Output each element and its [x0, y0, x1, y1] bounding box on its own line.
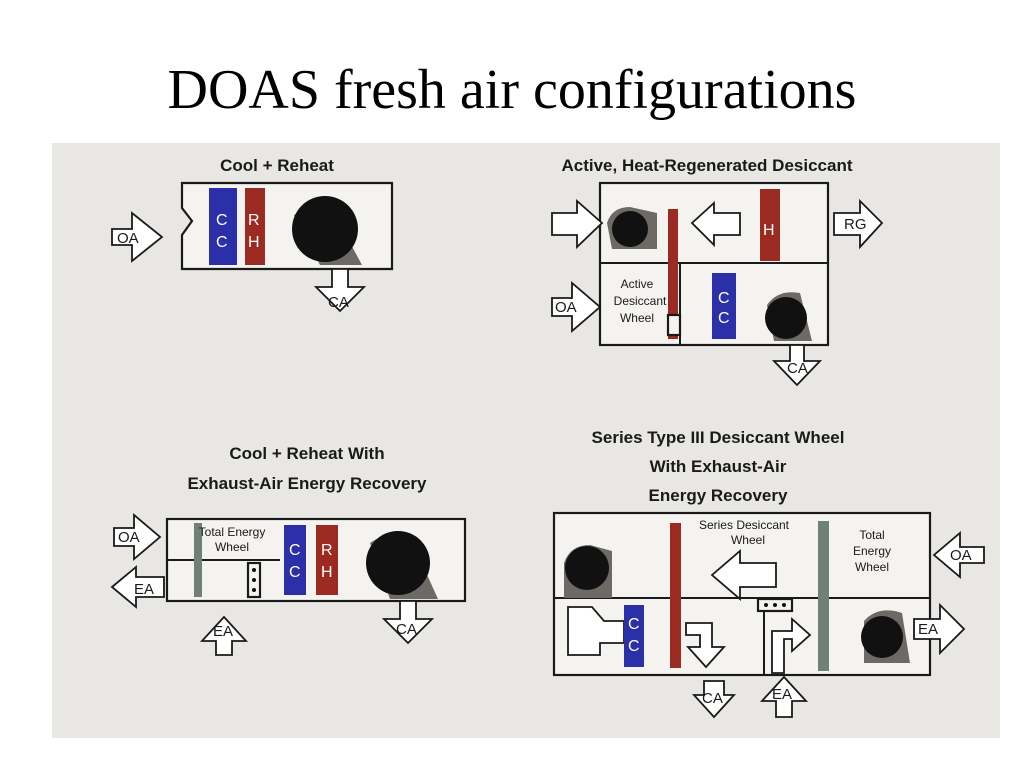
rg-arrow: [833, 198, 884, 250]
seal-dot: [773, 603, 777, 607]
ea-bottom-label: EA: [213, 623, 233, 640]
ca-label: CA: [702, 690, 723, 707]
oa-arrow: [932, 531, 985, 579]
seal-dot: [782, 603, 786, 607]
coil-letter: H: [248, 234, 260, 251]
oa-label: OA: [117, 230, 139, 247]
coil-letter: R: [248, 212, 260, 229]
coil-letter: C: [289, 564, 301, 581]
ea-arrow: [110, 565, 165, 609]
cooling-coil: [284, 525, 306, 595]
panel-cool-reheat: Cool + Reheat OA C C R H CA: [111, 156, 394, 313]
total-energy-wheel: [194, 523, 202, 597]
ca-turn-arrow: [685, 622, 727, 669]
series-wheel-label: Wheel: [731, 533, 765, 547]
panel-series-type-iii: Series Type III Desiccant Wheel With Exh…: [552, 428, 985, 719]
exhaust-fan: [565, 546, 609, 590]
regen-fan: [612, 211, 648, 247]
wheel-label: Active: [621, 277, 654, 291]
coil-letter: C: [628, 616, 640, 633]
wheel-label: Total Energy: [199, 525, 266, 539]
panel-title: Energy Recovery: [649, 486, 788, 505]
coil-letter: C: [289, 542, 301, 559]
cooling-coil: [712, 273, 736, 339]
wheel-label: Wheel: [215, 540, 249, 554]
oa-label: OA: [950, 547, 972, 564]
seal-dot: [252, 588, 256, 592]
supply-fan: [765, 297, 807, 339]
panel-active-desiccant: Active, Heat-Regenerated Desiccant H RG …: [551, 156, 884, 387]
reheat-coil: [316, 525, 338, 595]
ea-turn-arrow: [771, 616, 812, 674]
coil-letter: H: [321, 564, 333, 581]
total-wheel-label: Energy: [853, 544, 891, 558]
ca-arrow: [691, 680, 737, 719]
ea-up-arrow: [199, 615, 249, 656]
total-wheel-label: Wheel: [855, 560, 889, 574]
desiccant-wheel: [668, 209, 678, 339]
coil-letter: C: [718, 290, 730, 307]
page-title: DOAS fresh air configurations: [167, 59, 857, 121]
panel-title: Series Type III Desiccant Wheel: [592, 428, 845, 447]
ea-up-arrow: [759, 675, 809, 718]
total-energy-wheel: [818, 521, 829, 671]
ca-arrow: [771, 344, 823, 387]
panel-cool-reheat-er: Cool + Reheat With Exhaust-Air Energy Re…: [110, 444, 467, 656]
supply-fan: [366, 531, 430, 595]
wheel-label: Desiccant: [614, 294, 667, 308]
ea-right-arrow: [913, 602, 966, 656]
seal-dot: [252, 568, 256, 572]
supply-fan: [292, 196, 358, 262]
ca-arrow: [313, 268, 367, 313]
wheel-seal: [666, 313, 682, 337]
ea-bottom-label: EA: [772, 686, 792, 703]
oa-arrow: [113, 513, 162, 561]
panel-title: With Exhaust-Air: [650, 457, 787, 476]
coil-letter: C: [216, 234, 228, 251]
seal-dot: [764, 603, 768, 607]
ca-label: CA: [396, 621, 417, 638]
ea-right-label: EA: [918, 621, 938, 638]
supply-fan: [861, 616, 903, 658]
wheel-label: Wheel: [620, 311, 654, 325]
series-desiccant-wheel: [670, 523, 681, 668]
reheat-coil: [245, 188, 265, 265]
cooling-coil: [624, 605, 644, 667]
panel-title: Active, Heat-Regenerated Desiccant: [561, 156, 852, 175]
flow-arrow: [690, 200, 741, 248]
diagram-figure: Cool + Reheat OA C C R H CA Active, Heat…: [52, 143, 1000, 738]
ca-label: CA: [787, 360, 808, 377]
coil-letter: C: [718, 310, 730, 327]
ea-label: EA: [134, 581, 154, 598]
diagram-svg: Cool + Reheat OA C C R H CA Active, Heat…: [110, 156, 985, 719]
oa-arrow: [111, 211, 164, 263]
oa-label: OA: [555, 299, 577, 316]
heater-label: H: [763, 222, 775, 239]
seal-dot: [252, 578, 256, 582]
panel-title: Cool + Reheat: [220, 156, 334, 175]
ca-arrow: [381, 600, 435, 645]
oa-arrow: [551, 281, 602, 333]
cooling-coil: [209, 188, 237, 265]
rg-label: RG: [844, 216, 867, 233]
panel-title: Exhaust-Air Energy Recovery: [187, 474, 427, 493]
coil-letter: C: [216, 212, 228, 229]
ca-label: CA: [328, 294, 349, 311]
exhaust-arrow: [551, 199, 604, 250]
oa-label: OA: [118, 529, 140, 546]
heater: [760, 189, 780, 261]
flow-arrow: [710, 549, 777, 601]
coil-letter: C: [628, 638, 640, 655]
series-wheel-label: Series Desiccant: [699, 518, 790, 532]
panel-title: Cool + Reheat With: [229, 444, 384, 463]
coil-letter: R: [321, 542, 333, 559]
total-wheel-label: Total: [859, 528, 884, 542]
